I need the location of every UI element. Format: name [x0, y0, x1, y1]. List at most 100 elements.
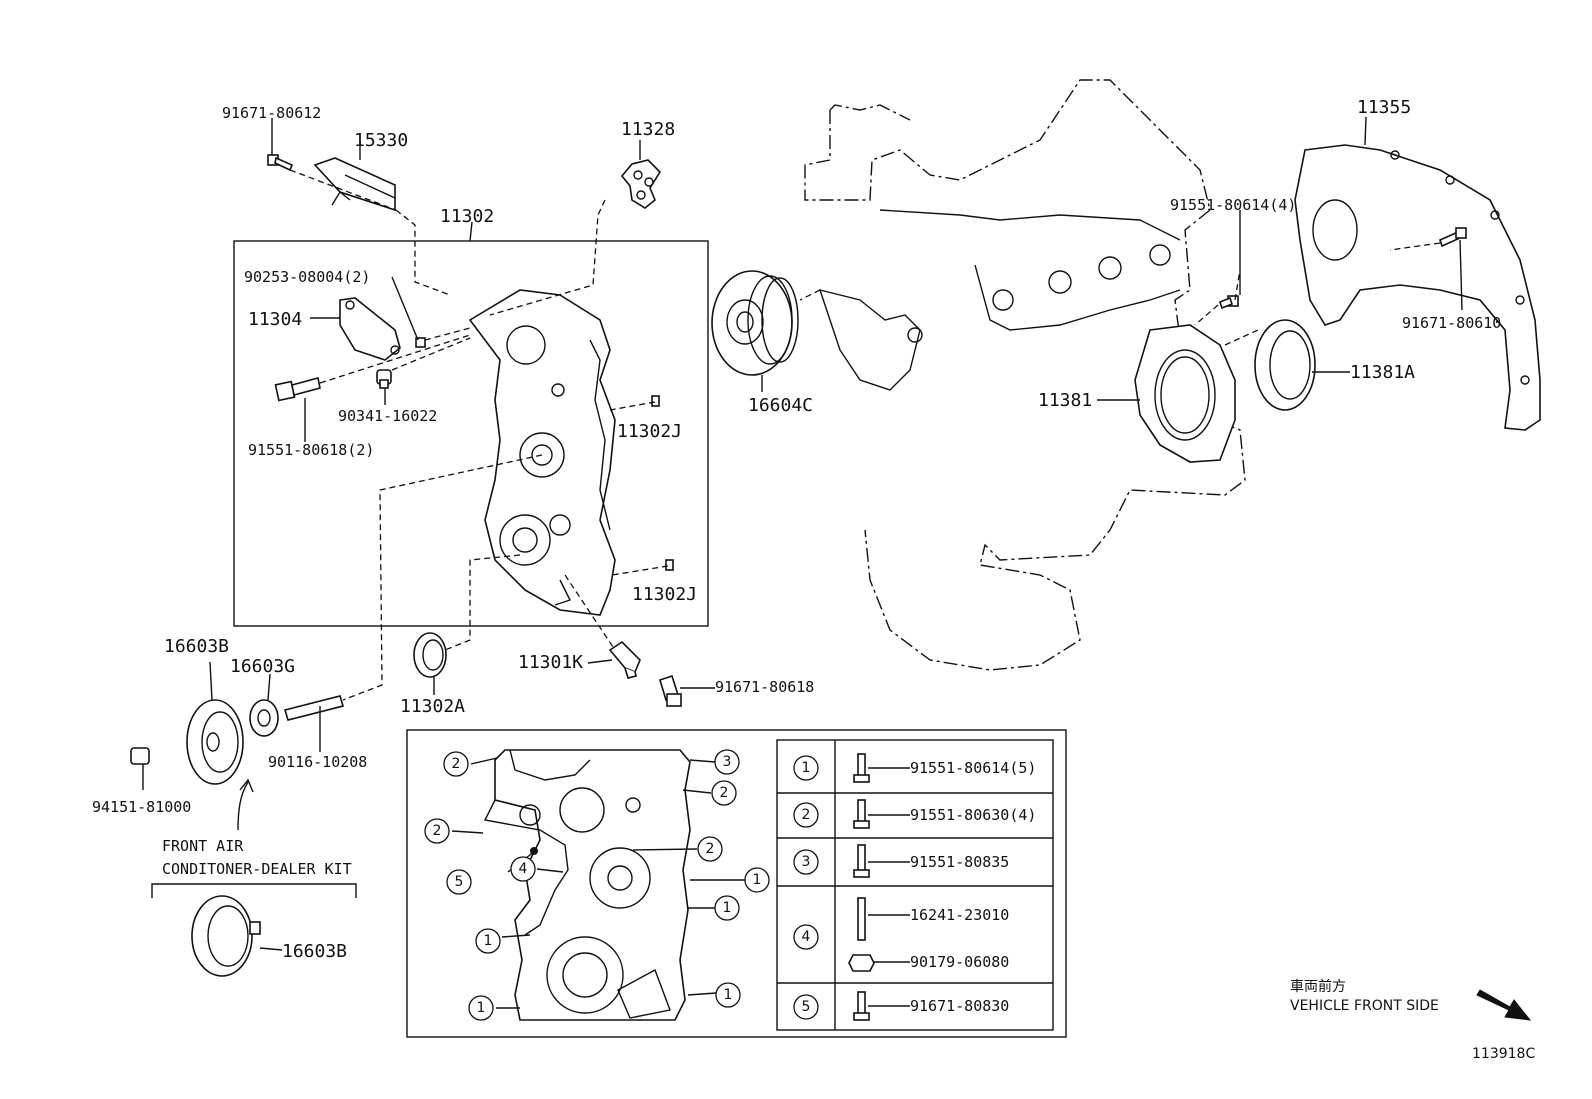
- label-94151-81000: 94151-81000: [92, 798, 191, 816]
- table-row: 3 91551-80835: [793, 844, 1009, 878]
- callout-2-left-mid: 2: [424, 818, 450, 844]
- label-16604C: 16604C: [748, 395, 813, 416]
- callout-2-right-upper: 2: [711, 780, 737, 806]
- engine-block-outline: [804, 79, 1246, 671]
- svg-text:5: 5: [802, 999, 811, 1015]
- bolt-location-box: [406, 729, 1067, 1038]
- label-16603G: 16603G: [230, 656, 295, 677]
- callout-2-top-left: 2: [443, 751, 469, 777]
- callout-1-right-b: 1: [714, 895, 740, 921]
- svg-text:2: 2: [720, 785, 729, 801]
- label-16603B: 16603B: [164, 636, 229, 657]
- svg-text:2: 2: [706, 841, 715, 857]
- plug-90253: [415, 337, 426, 348]
- washer-16603G: [249, 699, 279, 737]
- gasket-11328: [620, 159, 662, 209]
- label-11381A: 11381A: [1350, 362, 1415, 383]
- table-row: 1 91551-80614(5): [793, 753, 1036, 783]
- svg-text:4: 4: [519, 861, 528, 877]
- bolt-icon: [853, 991, 870, 1021]
- label-90341-16022: 90341-16022: [338, 407, 437, 425]
- label-11302J-b: 11302J: [632, 584, 697, 605]
- callout-1-left-mid: 1: [475, 928, 501, 954]
- stud-icon: [857, 897, 866, 941]
- label-11355: 11355: [1357, 97, 1411, 118]
- svg-text:4: 4: [802, 929, 811, 945]
- table-part-16241-23010: 16241-23010: [910, 906, 1009, 924]
- bolt-91551-80618: [274, 377, 321, 402]
- callout-1-right-a: 1: [744, 867, 770, 893]
- bracket-11304: [339, 297, 401, 361]
- table-part-90179-06080: 90179-06080: [910, 953, 1009, 971]
- bolt-table: 1 91551-80614(5) 2 91551-80630(4) 3 9155…: [776, 739, 1054, 1031]
- bolt-91671-80610: [1439, 227, 1467, 248]
- table-part-91551-80835: 91551-80835: [910, 853, 1009, 871]
- callout-1-left-bottom: 1: [468, 995, 494, 1021]
- label-90253-08004: 90253-08004(2): [244, 268, 370, 286]
- dashed-leaders: [289, 169, 1441, 701]
- label-91671-80610: 91671-80610: [1402, 314, 1501, 332]
- bolt-icon: [853, 753, 870, 783]
- label-11304: 11304: [248, 309, 302, 330]
- vehicle-front-arrow-icon: [1476, 989, 1532, 1021]
- table-row: 4 16241-23010 90179-06080: [793, 897, 1009, 972]
- svg-text:5: 5: [455, 874, 464, 890]
- label-11302: 11302: [440, 206, 494, 227]
- timing-chain-cover: [468, 289, 616, 616]
- kit-bracket: [151, 883, 357, 898]
- label-kit-16603B: 16603B: [282, 941, 347, 962]
- table-row: 2 91551-80630(4): [793, 799, 1036, 829]
- figure-id: 113918C: [1472, 1046, 1535, 1062]
- pin-11302J-a: [651, 395, 660, 407]
- svg-text:2: 2: [452, 756, 461, 772]
- label-11381: 11381: [1038, 390, 1092, 411]
- sensor-11301K: [608, 640, 641, 679]
- vehicle-front-en: VEHICLE FRONT SIDE: [1290, 998, 1439, 1014]
- oil-seal-11302A: [413, 632, 447, 678]
- end-plate-11355: [1294, 144, 1541, 431]
- callout-1-right-bottom: 1: [715, 982, 741, 1008]
- kit-line-1: FRONT AIR: [162, 837, 244, 855]
- label-91551-80614-4: 91551-80614(4): [1170, 196, 1296, 214]
- pulley-16604C: [711, 270, 799, 376]
- svg-text:1: 1: [484, 933, 493, 949]
- svg-text:3: 3: [802, 854, 811, 870]
- svg-text:3: 3: [723, 754, 732, 770]
- callout-2-center: 2: [697, 836, 723, 862]
- stud-90116-10208: [283, 695, 345, 721]
- label-91671-80612: 91671-80612: [222, 104, 321, 122]
- svg-text:1: 1: [723, 900, 732, 916]
- bolt-91671-80618: [659, 674, 682, 707]
- kit-idler-pulley-16603B: [191, 895, 261, 977]
- svg-text:1: 1: [753, 872, 762, 888]
- bolt-icon: [853, 844, 870, 878]
- table-row: 5 91671-80830: [793, 991, 1009, 1021]
- label-11328: 11328: [621, 119, 675, 140]
- bolt-icon: [853, 799, 870, 829]
- callout-5-left: 5: [446, 869, 472, 895]
- svg-text:1: 1: [724, 987, 733, 1003]
- label-11302A: 11302A: [400, 696, 465, 717]
- plug-90341: [376, 369, 392, 389]
- svg-text:1: 1: [802, 760, 811, 776]
- label-90116-10208: 90116-10208: [268, 753, 367, 771]
- bolt-91671-80612: [267, 154, 294, 172]
- label-11302J-a: 11302J: [617, 421, 682, 442]
- callout-4-left: 4: [510, 856, 536, 882]
- table-part-91551-80614-5: 91551-80614(5): [910, 759, 1036, 777]
- cover-front-view: [483, 749, 691, 1021]
- label-11301K: 11301K: [518, 652, 583, 673]
- bolt-91551-80614-4: [1219, 295, 1239, 310]
- vehicle-front-jp: 車両前方: [1290, 978, 1346, 995]
- assembly-box-11302: [233, 240, 709, 627]
- nut-94151-81000: [130, 747, 150, 765]
- table-part-91551-80630-4: 91551-80630(4): [910, 806, 1036, 824]
- oil-seal-retainer-11381: [1134, 324, 1236, 463]
- svg-text:1: 1: [477, 1000, 486, 1016]
- svg-text:2: 2: [433, 823, 442, 839]
- pin-11302J-b: [665, 559, 674, 571]
- label-leaders: [142, 116, 1463, 951]
- kit-line-2: CONDITONER-DEALER KIT: [162, 860, 352, 878]
- oil-control-valve-15330: [313, 157, 396, 212]
